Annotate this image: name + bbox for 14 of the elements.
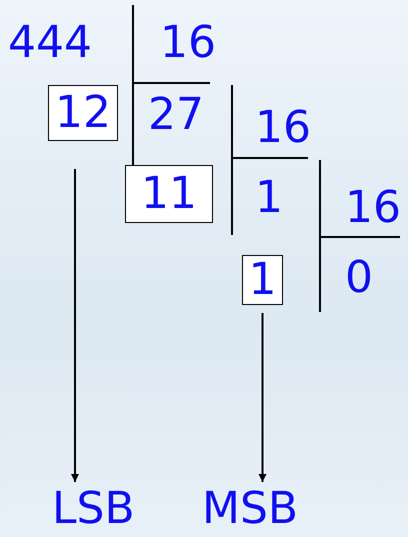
arrow: [258, 313, 266, 482]
number: 444: [8, 18, 92, 68]
number: 16: [255, 103, 311, 153]
arrow: [71, 169, 79, 482]
remainder-box: 1: [242, 255, 283, 305]
number: 16: [345, 183, 401, 233]
number: 16: [160, 18, 216, 68]
bit-label: LSB: [52, 484, 135, 534]
bit-label: MSB: [202, 484, 298, 534]
number: 27: [148, 90, 204, 140]
remainder-box: 11: [125, 165, 213, 223]
number: 0: [345, 253, 373, 303]
remainder-box: 12: [48, 85, 118, 141]
number: 1: [255, 173, 283, 223]
